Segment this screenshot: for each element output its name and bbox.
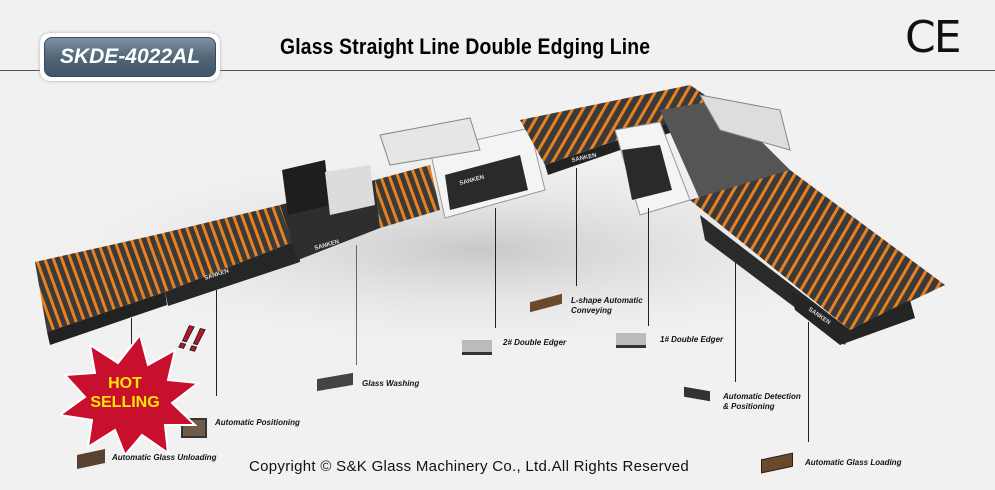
header-divider xyxy=(0,70,995,71)
edger-1-thumbnail xyxy=(616,333,646,348)
double-edger-2: SANKEN xyxy=(379,117,546,219)
leader-line-detection xyxy=(735,262,736,382)
hot-text-line1: HOT xyxy=(108,375,142,392)
label-l-shape-conveying: L-shape Automatic Conveying xyxy=(571,296,643,315)
page-title: Glass Straight Line Double Edging Line xyxy=(280,34,651,59)
hot-selling-starburst xyxy=(60,335,200,455)
label-automatic-glass-unloading: Automatic Glass Unloading xyxy=(112,453,217,462)
edger-2-thumbnail xyxy=(462,340,492,355)
label-automatic-positioning: Automatic Positioning xyxy=(215,418,300,427)
washing-machine: SANKEN xyxy=(280,160,380,260)
hot-selling-text: HOT SELLING xyxy=(85,374,165,412)
leader-line-positioning xyxy=(216,290,217,396)
leader-line-washing xyxy=(356,245,357,365)
leader-line-conveying xyxy=(576,168,577,286)
unloading-table xyxy=(35,235,167,345)
loading-section: SANKEN xyxy=(690,170,945,345)
hot-text-line2: SELLING xyxy=(90,394,160,411)
leader-line-loading xyxy=(808,322,809,442)
label-1-double-edger: 1# Double Edger xyxy=(660,335,724,344)
positioning-table: SANKEN xyxy=(155,205,300,306)
leader-line-edger-1 xyxy=(648,208,649,326)
label-2-double-edger: 2# Double Edger xyxy=(503,338,567,347)
copyright-text: Copyright © S&K Glass Machinery Co., Ltd… xyxy=(249,458,690,475)
ce-mark: CE xyxy=(905,12,962,63)
leader-line-edger-2 xyxy=(495,208,496,328)
leader-line-unloading xyxy=(131,318,132,354)
gantry xyxy=(699,94,791,151)
label-detection-positioning: Automatic Detection & Positioning xyxy=(723,392,801,411)
model-badge: SKDE-4022AL xyxy=(40,33,220,81)
brand-label: SANKEN xyxy=(571,153,597,164)
double-edger-1 xyxy=(614,121,691,216)
corner-table xyxy=(660,100,790,200)
label-glass-washing: Glass Washing xyxy=(362,379,420,388)
transfer-table xyxy=(375,165,440,228)
label-automatic-glass-loading: Automatic Glass Loading xyxy=(805,458,902,467)
model-badge-text: SKDE-4022AL xyxy=(44,37,216,77)
